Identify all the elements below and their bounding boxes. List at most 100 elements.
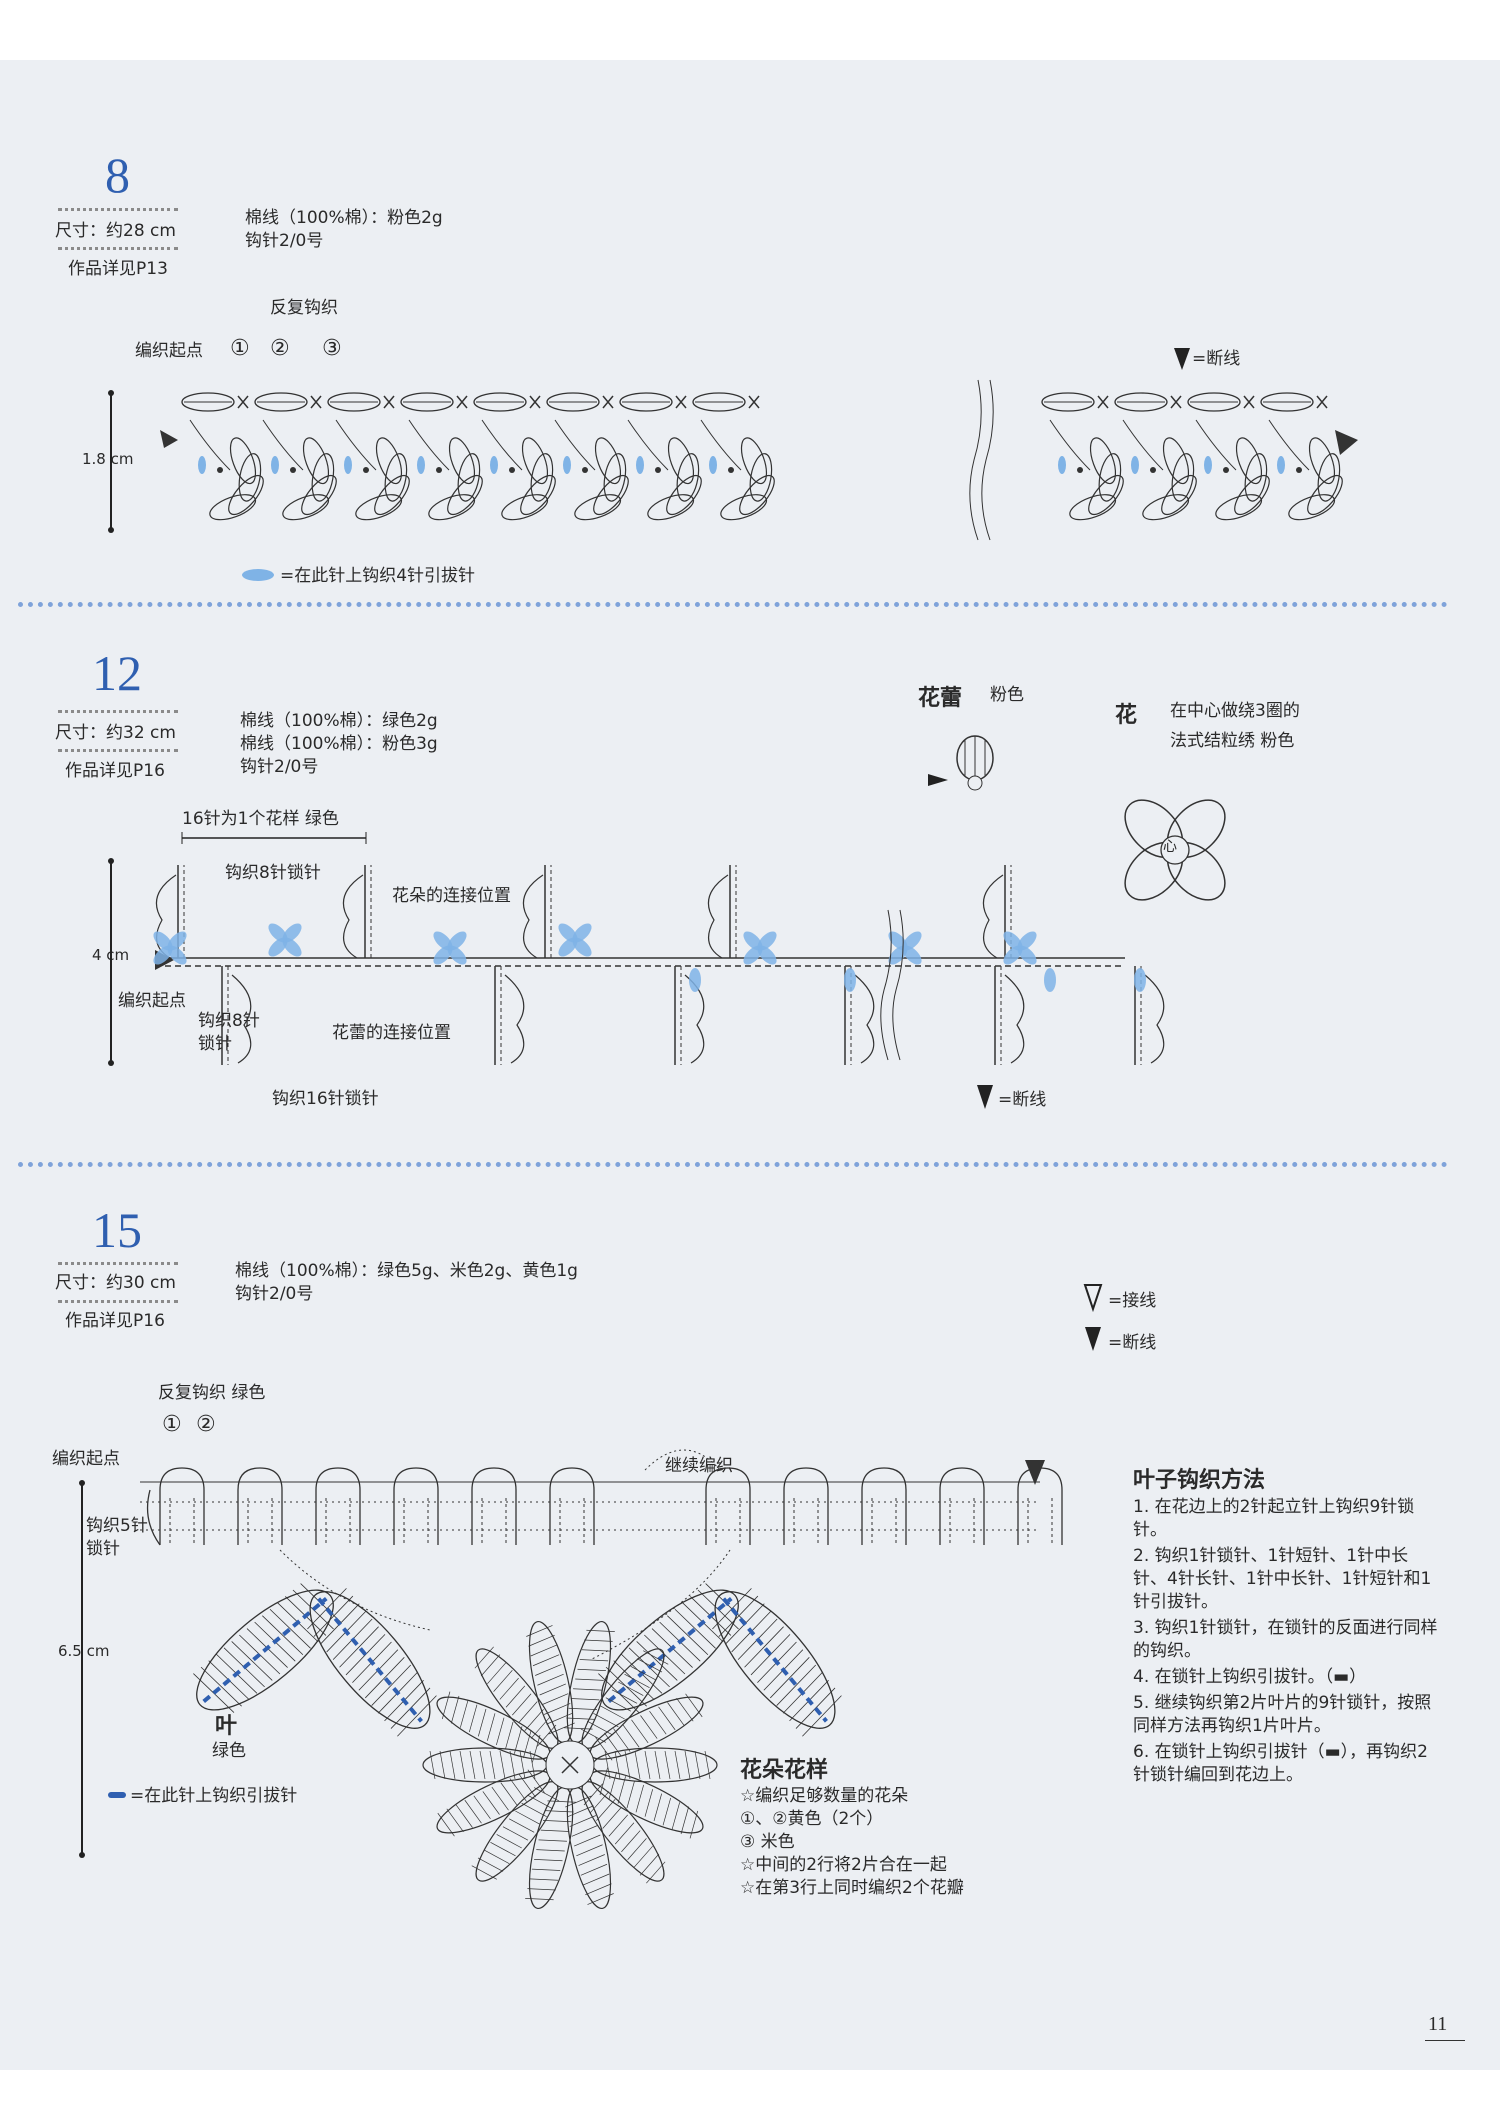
section8-repeat-label: 反复钩织 <box>270 298 338 318</box>
section15-flower-title: 花朵花样 <box>740 1758 829 1783</box>
chain-stroke <box>1268 419 1310 471</box>
chain-loop <box>237 1467 283 1545</box>
leaf-stitch <box>390 1687 431 1729</box>
chain-loop <box>861 1467 907 1545</box>
section12-flower-title: 花 <box>1115 703 1138 728</box>
petal <box>447 474 483 516</box>
bud-diagram <box>928 735 994 791</box>
petal-stitch <box>618 1681 644 1696</box>
petal-stitch <box>635 1784 644 1813</box>
petal-stitch <box>583 1783 604 1806</box>
flower-note-3: ③ 米色 <box>740 1832 795 1852</box>
motif <box>473 392 556 521</box>
petal-stitch <box>579 1659 609 1662</box>
center-dot <box>436 467 442 473</box>
petal-stitch <box>640 1715 658 1739</box>
leaf-stitch <box>262 1615 304 1656</box>
petal-stitch <box>674 1750 681 1780</box>
flower-center <box>1160 835 1190 865</box>
flower-note-5: ☆在第3行上同时编织2个花瓣 <box>740 1878 964 1898</box>
flower-petal <box>564 1620 615 1744</box>
petal-stitch <box>570 1698 600 1701</box>
fan <box>504 974 525 1064</box>
section15-leaf-title: 叶 <box>215 1714 238 1739</box>
fan <box>231 974 252 1064</box>
section8-hook: 钩针2/0号 <box>245 231 324 251</box>
section12-flower-note2: 法式结粒绣 粉色 <box>1170 731 1295 751</box>
petal-stitch <box>571 1824 599 1837</box>
section12-pattern-label: 16针为1个花样 绿色 <box>182 809 339 829</box>
leaf-slip-stitches <box>317 1597 423 1723</box>
petal-stitch <box>584 1639 613 1642</box>
chain-oval <box>619 392 673 412</box>
petal <box>1288 494 1336 521</box>
break-mark <box>892 909 904 1061</box>
chain-stroke <box>408 419 450 471</box>
leaf-stitch <box>674 1608 716 1649</box>
petal-stitch <box>524 1709 544 1731</box>
height-dimension-line <box>108 390 114 533</box>
motif <box>619 392 702 521</box>
slip-stitch-oval <box>1131 456 1139 474</box>
petal-stitch <box>523 1730 532 1759</box>
leaf-outline <box>196 1589 334 1711</box>
petal-stitch <box>589 1791 610 1814</box>
petal-stitch <box>608 1814 628 1837</box>
leaf-stitch <box>667 1615 709 1656</box>
leaf-stitch <box>795 1687 836 1729</box>
petal-stitch <box>541 1693 569 1706</box>
motif <box>400 392 483 521</box>
petal <box>1234 474 1270 516</box>
petal <box>1215 494 1263 521</box>
section8-step-1: ① <box>230 336 250 361</box>
petal-stitch <box>631 1719 649 1744</box>
section12-yarn2: 棉线（100%棉）：粉色3g <box>240 734 438 754</box>
petal-stitch <box>491 1786 509 1811</box>
single-crochet-mark <box>675 395 687 409</box>
center-dot <box>728 467 734 473</box>
section12-start-label: 编织起点 <box>118 991 186 1011</box>
dotted-rule <box>58 749 178 752</box>
chain-stroke <box>335 419 377 471</box>
petal <box>1089 437 1117 485</box>
chain-stroke <box>481 419 523 471</box>
petal-stitch <box>644 1789 653 1817</box>
dotted-rule <box>58 247 178 250</box>
petal-stitch <box>564 1727 593 1730</box>
petal-stitch <box>449 1750 456 1780</box>
petal-stitch <box>502 1826 529 1841</box>
petal-stitch <box>617 1776 626 1804</box>
fan <box>1004 974 1025 1064</box>
chain-stroke <box>554 419 596 471</box>
petal-stitch <box>529 1750 536 1780</box>
section12-bud-title: 花蕾 <box>918 686 963 711</box>
section15-yarn: 棉线（100%棉）：绿色5g、米色2g、黄色1g <box>235 1261 578 1281</box>
petal-stitch <box>676 1697 694 1722</box>
petal-stitch <box>654 1750 661 1780</box>
petal-stitch <box>509 1778 527 1802</box>
petal-stitch <box>580 1863 608 1876</box>
section8-start-label: 编织起点 <box>135 341 203 361</box>
end-triangle <box>1335 430 1358 455</box>
petal-stitch <box>474 1646 494 1669</box>
petal <box>301 474 337 516</box>
petal-stitch <box>500 1782 518 1807</box>
section8-step-3: ③ <box>322 336 342 361</box>
petal-stitch <box>515 1810 541 1825</box>
petal-stitch <box>662 1797 672 1826</box>
bud-mark <box>689 968 701 992</box>
petal-stitch <box>658 1706 676 1731</box>
break-mark <box>969 379 982 541</box>
section15-number: 15 <box>92 1202 142 1258</box>
bud-mark <box>1044 968 1056 992</box>
petal-stitch <box>499 1677 519 1700</box>
dotted-rule <box>58 710 178 713</box>
chain-oval <box>692 392 746 412</box>
petal-stitch <box>605 1697 631 1712</box>
leaf <box>307 1588 437 1737</box>
petal-outline <box>528 1620 574 1744</box>
motif <box>327 392 410 521</box>
leaf-stitch <box>776 1664 817 1706</box>
petal-stitch <box>646 1861 666 1884</box>
single-crochet-mark <box>529 395 541 409</box>
